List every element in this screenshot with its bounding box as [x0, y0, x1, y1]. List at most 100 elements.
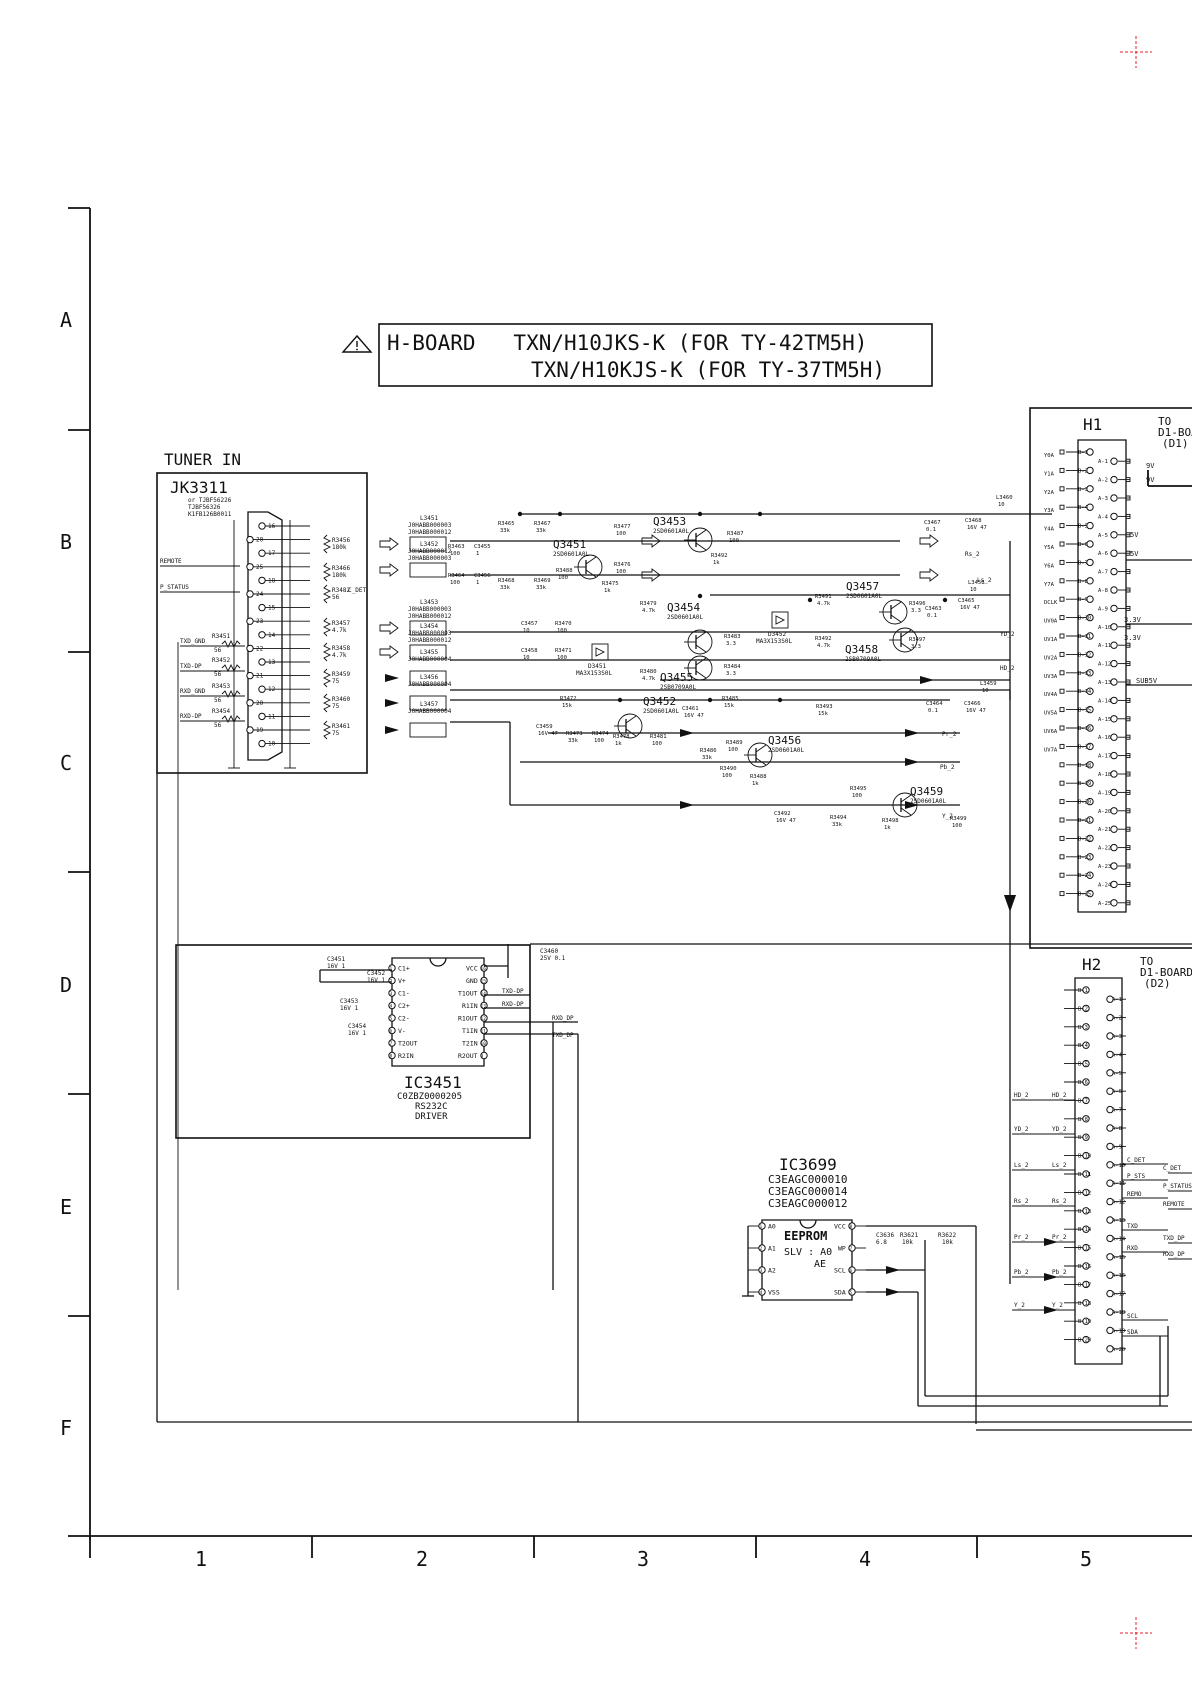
pin-label: B-18 — [1078, 1301, 1091, 1307]
filter-symbol — [409, 644, 447, 660]
pin-terminal — [1125, 513, 1131, 519]
pin — [1106, 1161, 1114, 1169]
tuner-block: TUNER IN JK3311 or TJBF56226 TJBF56326 K… — [156, 450, 368, 1290]
pin — [1110, 659, 1118, 668]
ic-pin-name: VCC — [834, 1223, 846, 1231]
pin-label: A-8 — [1112, 1126, 1122, 1132]
passive-ref: R3499 — [950, 816, 967, 822]
h1-to: (D1) — [1162, 437, 1189, 450]
pin — [388, 989, 396, 997]
passive-ref: C3465 — [958, 598, 975, 604]
pin-terminal — [1125, 477, 1131, 483]
ic-pin-name: SCL — [834, 1267, 846, 1275]
signal-arrow — [680, 729, 694, 737]
pin — [388, 1014, 396, 1022]
resistor-ref: R3461 — [332, 723, 350, 730]
passive-ref: R3493 — [816, 704, 833, 710]
ic-pin-name: T1IN — [462, 1027, 478, 1035]
pin-number: 19 — [256, 727, 264, 734]
pin — [1110, 586, 1118, 594]
junction-dot — [777, 697, 783, 703]
pin-label: A-20 — [1098, 809, 1111, 815]
pin-number: 6 — [390, 1029, 393, 1035]
ic3699-part2: R3622 — [938, 1232, 956, 1239]
diode-symbol — [771, 611, 789, 629]
pin-number: 20 — [256, 700, 264, 707]
passive-ref: C3455 — [474, 544, 491, 550]
pin-label: B-7 — [1078, 1098, 1088, 1104]
pin — [1106, 1234, 1114, 1243]
resistor-value: 180k — [332, 544, 347, 551]
pin — [1106, 1179, 1114, 1187]
transistor-emitter — [900, 642, 912, 651]
pin-label: B-1 — [1078, 988, 1088, 994]
diode-triangle — [775, 615, 786, 625]
pin-label: B-9 — [1078, 1135, 1088, 1141]
pin-label: B-10 — [1078, 1154, 1091, 1160]
pin-label: A-4 — [1098, 514, 1109, 520]
pin — [246, 590, 254, 598]
ic3699-part2: 10k — [942, 1239, 953, 1246]
passive-value: 1k — [752, 781, 759, 787]
passive-ref: R3491 — [815, 594, 832, 600]
passive-value: 100 — [616, 569, 626, 575]
col-label: 1 — [195, 1547, 207, 1571]
junction-dot — [517, 511, 523, 517]
pin-terminal — [1125, 808, 1131, 814]
tuner-signal: TXD_GND — [180, 638, 206, 645]
signal-name: Ls_2 — [977, 577, 992, 584]
pin — [1110, 567, 1118, 576]
passive-value: 15k — [724, 703, 735, 709]
passive-value: 4.7k — [817, 601, 831, 607]
h2-inner-signal: Y_2 — [1052, 1302, 1063, 1309]
pin-terminal — [1059, 578, 1065, 584]
h2-to: D1-BOARD — [1140, 966, 1192, 979]
pin-label: A-22 — [1098, 846, 1111, 852]
passive-value: 33k — [702, 755, 713, 761]
pin-label: B-3 — [1078, 1025, 1088, 1031]
h2-far-signal: REMOTE — [1163, 1201, 1185, 1208]
signal-arrow — [905, 801, 919, 809]
pin — [258, 576, 266, 585]
junction-dot — [557, 511, 563, 517]
passive-ref: R3498 — [882, 818, 899, 824]
passive-value: 100 — [728, 747, 738, 753]
resistor-ref: R3459 — [332, 671, 350, 678]
pin-terminal — [1125, 789, 1131, 795]
filter-symbol — [409, 562, 447, 578]
pin — [1110, 733, 1118, 741]
h1-signal-label: DCLK — [1044, 600, 1058, 606]
h1-to: TO — [1158, 415, 1171, 428]
passive-ref: C3461 — [682, 706, 699, 712]
pin-terminal — [1125, 863, 1131, 869]
ic3451-cap: C3451 — [327, 956, 345, 963]
row-labels: A B C D E F — [60, 308, 72, 1440]
pin — [1086, 448, 1094, 456]
pin — [1086, 613, 1094, 622]
passive-ref: R3476 — [614, 562, 631, 568]
h1-signal-label: UV1A — [1044, 637, 1058, 643]
pin-label: A-1 — [1112, 997, 1122, 1003]
ic3451-cap: 25V 0.1 — [540, 955, 566, 962]
transistor-emitter — [695, 644, 707, 653]
transistor-part: 2SD0601A0L — [768, 747, 805, 754]
ic3699-part: C3EAGC000010 — [768, 1173, 847, 1186]
passive-value: 0.1 — [928, 708, 938, 714]
passive-ref: R3494 — [830, 815, 847, 821]
resistor-ref: R3466 — [332, 565, 350, 572]
filter-part: J0HABB000004 — [408, 708, 452, 715]
pin-number: 10 — [481, 1041, 487, 1047]
pin-label: A-19 — [1112, 1328, 1125, 1334]
signal-arrow — [1044, 1273, 1058, 1281]
pin — [1110, 825, 1118, 833]
resistor-symbol — [322, 693, 332, 713]
pin — [246, 563, 254, 571]
pin — [1110, 807, 1118, 815]
passive-value: 1k — [604, 588, 611, 594]
passive-ref: R3465 — [498, 521, 515, 527]
passive-value: 10 — [982, 688, 989, 694]
pin — [1106, 1197, 1114, 1206]
ic-pin-name: C2- — [398, 1015, 410, 1023]
diode-ref: D3452 — [768, 631, 786, 638]
